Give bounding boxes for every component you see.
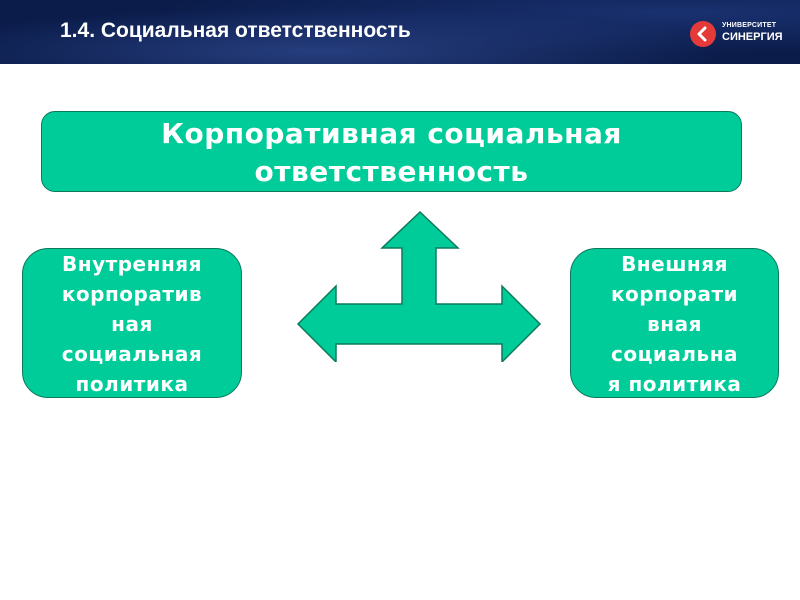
logo-text-main: СИНЕРГИЯ xyxy=(722,31,783,43)
three-way-arrow-icon xyxy=(296,210,542,362)
synergy-logo-icon xyxy=(690,21,716,47)
left-box-label: Внутренняя корпоратив ная социальная пол… xyxy=(61,252,203,396)
slide-header: 1.4. Социальная ответственность УНИВЕРСИ… xyxy=(0,0,800,64)
top-box-label: Корпоративная социальная ответственность xyxy=(161,117,622,188)
logo-text-top: УНИВЕРСИТЕТ xyxy=(722,22,777,29)
slide-title: 1.4. Социальная ответственность xyxy=(60,19,411,42)
internal-policy-box: Внутренняя корпоратив ная социальная пол… xyxy=(22,248,242,398)
corporate-social-responsibility-box: Корпоративная социальная ответственность xyxy=(41,111,742,192)
header-background xyxy=(0,0,800,64)
external-policy-box: Внешняя корпорати вная социальна я полит… xyxy=(570,248,779,398)
synergy-logo: УНИВЕРСИТЕТ СИНЕРГИЯ xyxy=(690,18,790,48)
right-box-label: Внешняя корпорати вная социальна я полит… xyxy=(607,252,742,396)
